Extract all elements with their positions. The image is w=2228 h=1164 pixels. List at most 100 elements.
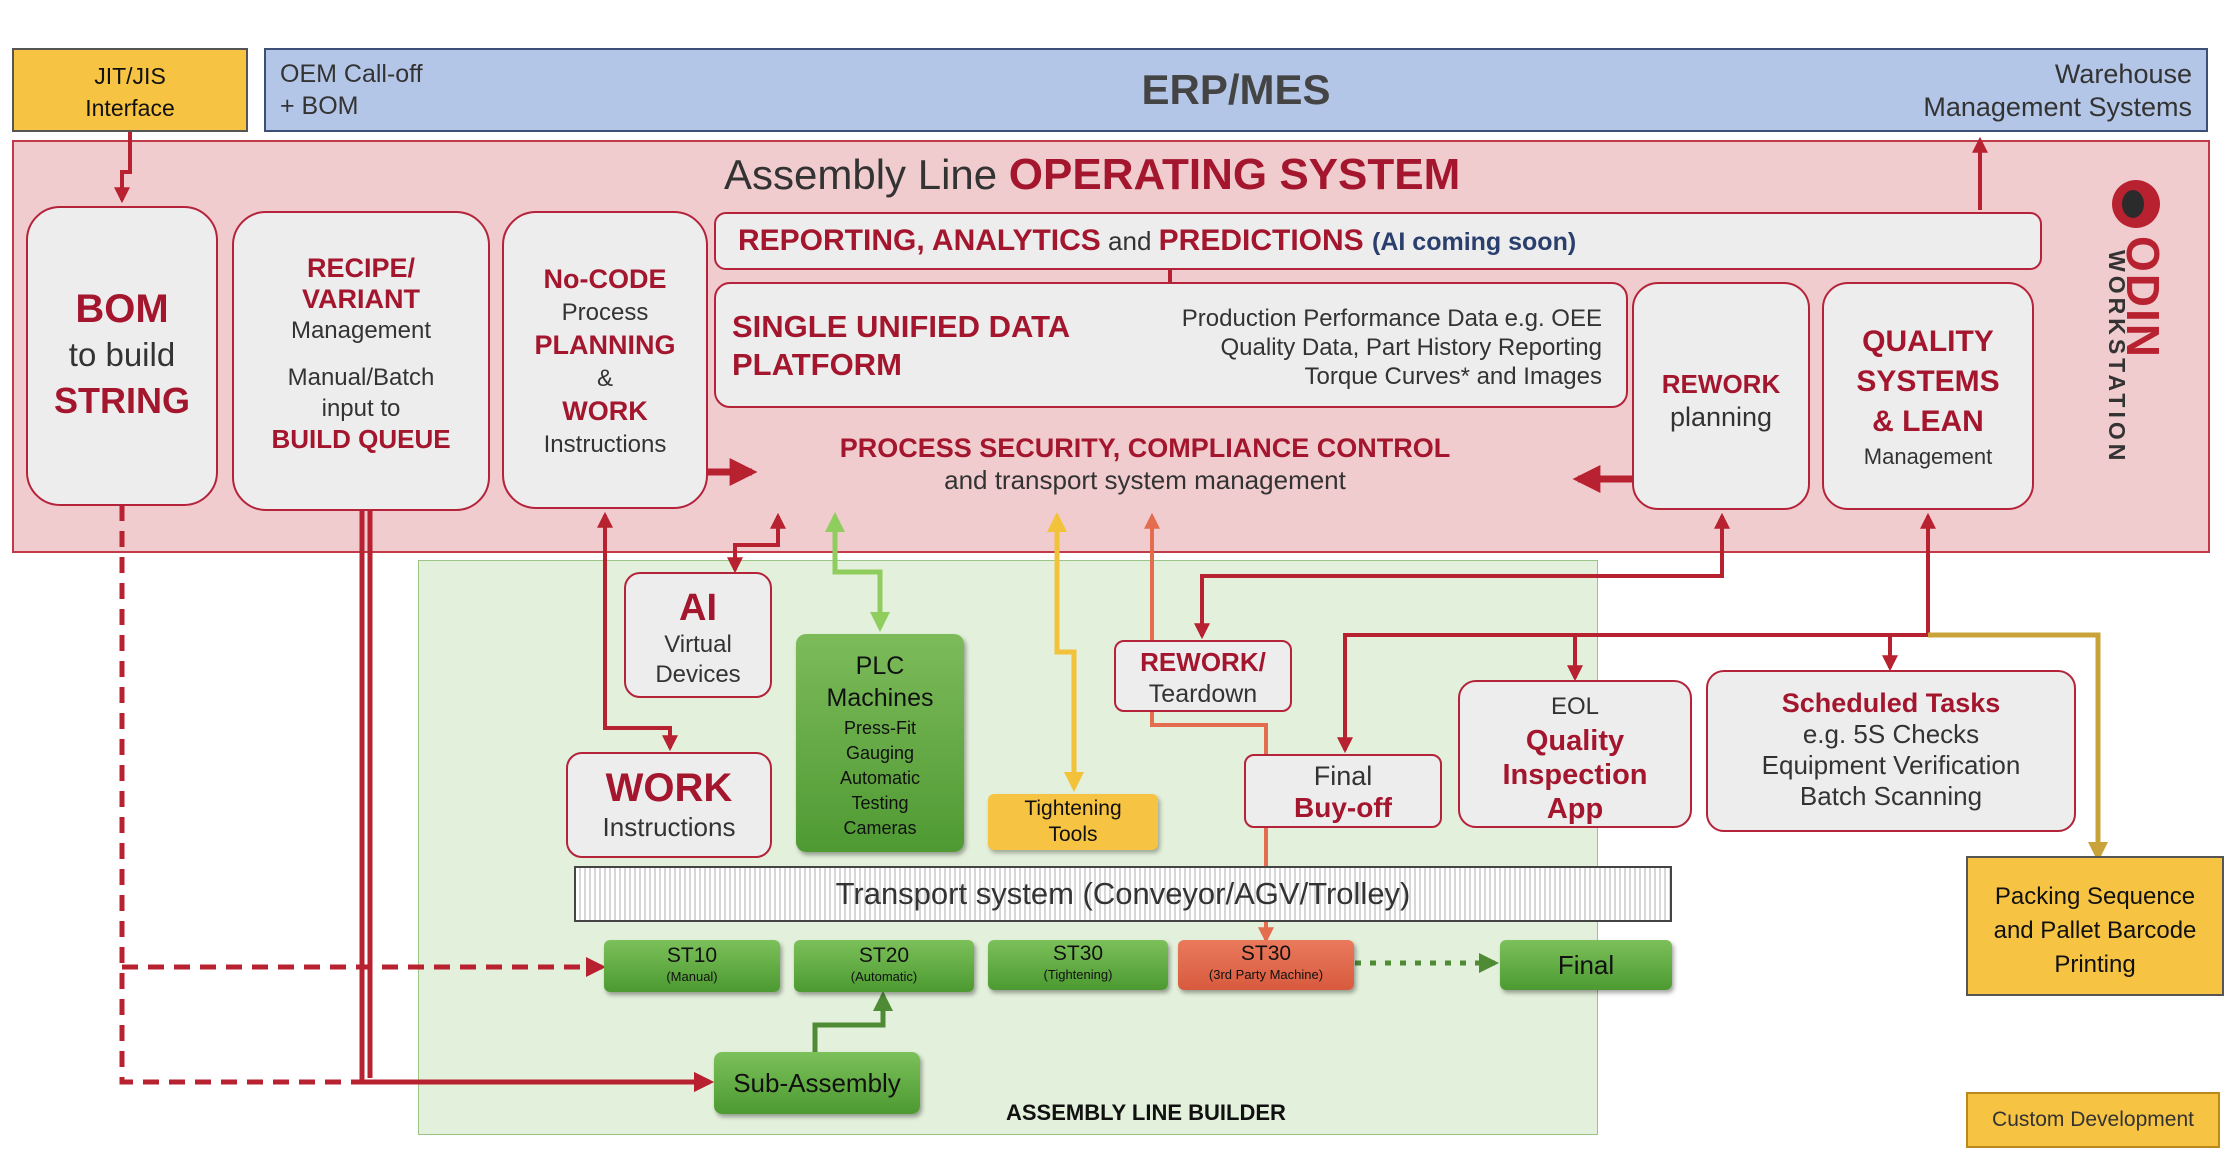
nocode-line3: PLANNING	[534, 330, 676, 360]
os-title-prefix: Assembly Line	[724, 151, 1009, 198]
eol-quality-inspection-app: EOL Quality Inspection App	[1458, 680, 1692, 828]
packing-line3: Printing	[2054, 951, 2136, 978]
bom-line1: BOM	[75, 287, 169, 331]
nocode-line1: No-CODE	[543, 264, 667, 294]
sub-assembly: Sub-Assembly	[714, 1052, 920, 1114]
recipe-line2: VARIANT	[302, 284, 420, 314]
station-final: Final	[1500, 940, 1672, 990]
scheduled-line4: Batch Scanning	[1799, 781, 1983, 811]
ai-line1: AI	[679, 587, 717, 629]
quality-systems-module: QUALITY SYSTEMS & LEAN Management	[1822, 282, 2034, 510]
scheduled-line3: Equipment Verification	[1761, 750, 2021, 780]
reporting-part3: PREDICTIONS	[1158, 224, 1364, 257]
nocode-line5: WORK	[562, 396, 648, 426]
rework-planning-line2: planning	[1669, 402, 1773, 432]
station-sub: (3rd Party Machine)	[1208, 967, 1324, 982]
unified-line2: PLATFORM	[732, 347, 902, 382]
ai-line2: Virtual	[664, 631, 732, 658]
station-label: ST20	[858, 944, 910, 967]
packing-line1: Packing Sequence	[1994, 883, 2196, 910]
unified-data-platform: SINGLE UNIFIED DATA PLATFORM Production …	[714, 282, 1628, 408]
assembly-line-builder-label: ASSEMBLY LINE BUILDER	[1006, 1100, 1286, 1125]
unified-detail3: Torque Curves* and Images	[1304, 363, 1603, 390]
rework-planning-module: REWORK planning	[1632, 282, 1810, 510]
recipe-line4: Manual/Batch	[287, 364, 435, 391]
unified-detail1: Production Performance Data e.g. OEE	[1181, 305, 1602, 332]
reporting-part1: REPORTING, ANALYTICS	[738, 224, 1101, 257]
station-label: ST30	[1052, 942, 1104, 965]
plc-title2: Machines	[826, 684, 934, 712]
erp-left-line2: + BOM	[280, 92, 359, 120]
nocode-planning-module: No-CODE Process PLANNING & WORK Instruct…	[502, 211, 708, 509]
recipe-variant-module: RECIPE/ VARIANT Management Manual/Batch …	[232, 211, 490, 511]
jit-line2: Interface	[85, 95, 175, 121]
station-st30-third-party: ST30 (3rd Party Machine)	[1178, 940, 1354, 990]
erp-right-line1: Warehouse	[2054, 59, 2192, 89]
scheduled-tasks: Scheduled Tasks e.g. 5S Checks Equipment…	[1706, 670, 2076, 832]
rework-teardown: REWORK/ Teardown	[1114, 640, 1292, 712]
security-line1: PROCESS SECURITY, COMPLIANCE CONTROL	[839, 433, 1451, 463]
process-security-label: PROCESS SECURITY, COMPLIANCE CONTROL and…	[760, 432, 1530, 496]
recipe-line6: BUILD QUEUE	[271, 424, 451, 454]
rework-teardown-line1: REWORK/	[1140, 647, 1266, 677]
recipe-line3: Management	[290, 317, 432, 344]
rework-teardown-line2: Teardown	[1148, 680, 1258, 708]
bom-module: BOM to build STRING	[26, 206, 218, 506]
os-title: Assembly Line OPERATING SYSTEM	[724, 150, 1460, 200]
nocode-line4: &	[596, 365, 613, 392]
ai-line3: Devices	[655, 661, 741, 688]
recipe-line1: RECIPE/	[306, 253, 416, 283]
unified-line1: SINGLE UNIFIED DATA	[732, 309, 1071, 344]
final-buyoff-line1: Final	[1313, 761, 1373, 791]
tightening-line2: Tools	[1048, 823, 1098, 846]
brand-sub: WORKSTATION	[2104, 250, 2130, 465]
reporting-part2: and	[1100, 226, 1159, 256]
quality-line1: QUALITY	[1862, 325, 1994, 358]
erp-right-line2: Management Systems	[1923, 92, 2192, 122]
eol-line4: App	[1546, 793, 1604, 825]
odin-logo-icon	[2112, 180, 2160, 228]
station-st20: ST20 (Automatic)	[794, 940, 974, 992]
plc-item: Gauging	[845, 743, 915, 763]
station-sub: (Tightening)	[1043, 967, 1113, 982]
station-sub: (Manual)	[666, 969, 718, 984]
quality-line3: & LEAN	[1872, 405, 1984, 438]
recipe-line5: input to	[321, 395, 401, 422]
ai-virtual-devices: AI Virtual Devices	[624, 572, 772, 698]
plc-item: Testing	[851, 793, 909, 813]
quality-line2: SYSTEMS	[1856, 365, 2000, 398]
station-sub: (Automatic)	[850, 969, 918, 984]
plc-title1: PLC	[855, 652, 905, 680]
plc-item: Press-Fit	[844, 718, 916, 738]
plc-item: Automatic	[839, 768, 921, 788]
jit-line1: JIT/JIS	[94, 63, 166, 89]
work-line1: WORK	[605, 766, 733, 810]
reporting-part4: (AI coming soon)	[1372, 228, 1577, 256]
erp-mes-bar: OEM Call-off + BOM ERP/MES Warehouse Man…	[264, 48, 2208, 132]
eol-line2: Quality	[1525, 725, 1625, 757]
unified-detail2: Quality Data, Part History Reporting	[1220, 334, 1602, 361]
tightening-tools: Tightening Tools	[988, 794, 1158, 850]
tightening-line1: Tightening	[1024, 797, 1122, 820]
bom-line3: STRING	[53, 380, 190, 421]
scheduled-line2: e.g. 5S Checks	[1802, 719, 1980, 749]
plc-item: Cameras	[843, 818, 917, 838]
packing-line2: and Pallet Barcode	[1993, 917, 2197, 944]
bom-line2: to build	[68, 336, 176, 373]
station-st10: ST10 (Manual)	[604, 940, 780, 992]
station-label: ST30	[1240, 942, 1292, 965]
plc-machines: PLC Machines Press-Fit Gauging Automatic…	[796, 634, 964, 852]
scheduled-line1: Scheduled Tasks	[1781, 688, 2001, 718]
packing-sequence-box: Packing Sequence and Pallet Barcode Prin…	[1966, 856, 2224, 996]
final-buyoff-line2: Buy-off	[1294, 792, 1392, 823]
work-instructions: WORK Instructions	[566, 752, 772, 858]
eol-line1: EOL	[1550, 693, 1600, 720]
os-title-highlight: OPERATING SYSTEM	[1008, 150, 1461, 199]
custom-development-legend: Custom Development	[1966, 1092, 2220, 1148]
nocode-line6: Instructions	[543, 431, 667, 458]
final-buyoff: Final Buy-off	[1244, 754, 1442, 828]
transport-system-bar: Transport system (Conveyor/AGV/Trolley)	[574, 866, 1672, 922]
eol-line3: Inspection	[1502, 759, 1648, 791]
erp-mes-title: ERP/MES	[1141, 66, 1331, 113]
